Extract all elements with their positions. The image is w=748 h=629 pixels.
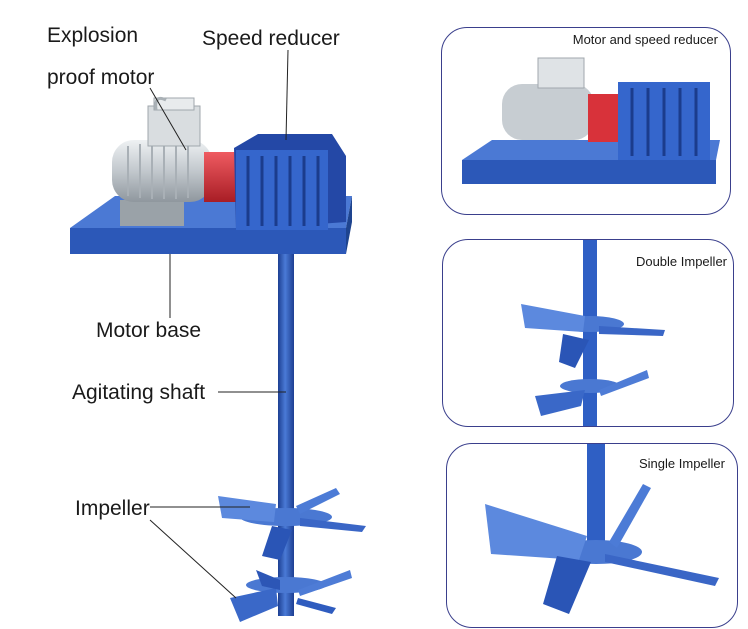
panel-double-impeller: Double Impeller: [442, 239, 734, 427]
label-proof-motor: proof motor: [47, 66, 155, 89]
leader-lines: [149, 49, 289, 599]
panel-motor-reducer: Motor and speed reducer: [441, 27, 731, 215]
single-impeller-illustration: [485, 444, 719, 614]
panel-double-impeller-title: Double Impeller: [635, 254, 727, 269]
double-impeller-illustration: [521, 240, 665, 426]
explosion-proof-motor: [112, 96, 212, 226]
agitating-shaft: [278, 254, 294, 616]
upper-impeller: [218, 488, 366, 560]
panel-single-impeller-title: Single Impeller: [639, 456, 725, 471]
lower-impeller: [230, 570, 352, 622]
panel-single-impeller: Single Impeller: [446, 443, 738, 628]
label-speed-reducer: Speed reducer: [202, 27, 340, 50]
label-explosion: Explosion: [47, 24, 139, 47]
label-motor-base: Motor base: [96, 319, 202, 342]
panel-motor-reducer-title: Motor and speed reducer: [572, 32, 718, 47]
speed-reducer: [234, 134, 346, 230]
motor-reducer-illustration: [462, 57, 720, 184]
coupling: [204, 152, 238, 202]
label-agitating-shaft: Agitating shaft: [72, 381, 206, 404]
label-impeller: Impeller: [75, 497, 150, 520]
